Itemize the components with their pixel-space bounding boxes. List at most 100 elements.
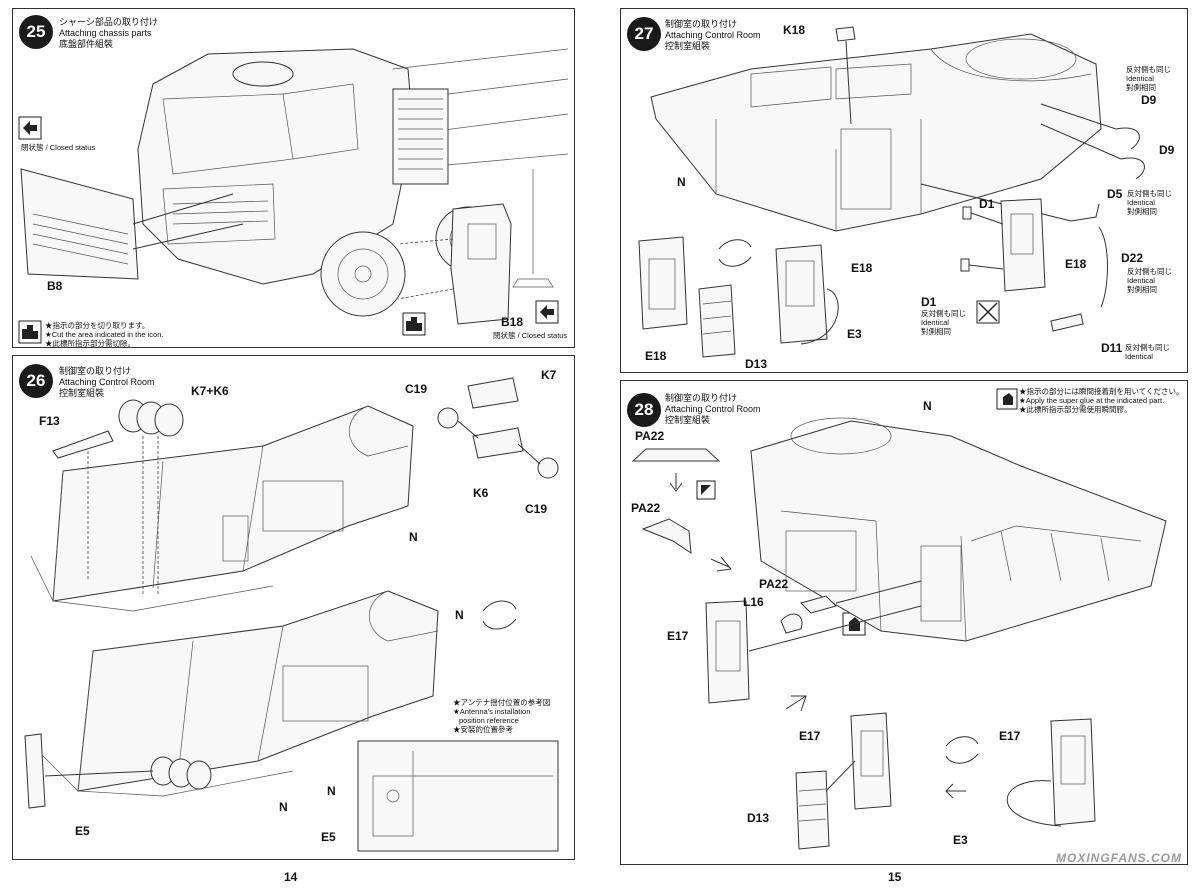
identical-note-d5: 反対側も同じ Identical 對側相同 [1127, 189, 1172, 216]
page-number-right: 15 [888, 870, 902, 884]
part-pa22-label-b: PA22 [631, 501, 661, 515]
step-28-title-cn: 控制室組裝 [665, 415, 711, 425]
step-27-title-en: Attaching Control Room [665, 30, 761, 40]
part-d1-label-a: D1 [979, 197, 995, 211]
identical-note-d5-jp: 反対側も同じ [1127, 189, 1172, 198]
part-pa22-label-a: PA22 [635, 429, 665, 443]
antenna-note-en-2: position reference [459, 716, 519, 725]
step-26-title: 制御室の取り付け Attaching Control Room 控制室組裝 [59, 366, 155, 399]
step-28-badge: 28 [627, 393, 661, 427]
part-d9-label-b: D9 [1159, 143, 1175, 157]
part-e18-label-a: E18 [1065, 257, 1087, 271]
identical-note-d22: 反対側も同じ Identical 對側相同 [1127, 267, 1172, 294]
part-b18-label: B18 [501, 315, 524, 329]
part-n-label: N [677, 175, 686, 189]
identical-note-d9: 反対側も同じ Identical 對側相同 [1126, 65, 1171, 92]
closed-status-label-left: 閉状態 / Closed status [21, 143, 96, 152]
step-27-title: 制御室の取り付け Attaching Control Room 控制室組裝 [665, 19, 761, 52]
step-25-title-en: Attaching chassis parts [59, 28, 152, 38]
identical-note-d11-en: Identical [1125, 352, 1153, 361]
glue-note: ★指示の部分には瞬間接着剤を用いてください。 ★Apply the super … [1019, 387, 1184, 414]
step-25-title-cn: 底盤部件組裝 [59, 39, 114, 49]
identical-note-d1-jp: 反対側も同じ [921, 309, 966, 318]
step-27-title-cn: 控制室組裝 [665, 41, 711, 51]
identical-note-d11-jp: 反対側も同じ [1125, 343, 1170, 352]
cut-note-jp: ★指示の部分を切り取ります。 [45, 321, 150, 330]
truck-cab-illustration [18, 48, 569, 344]
part-e17-label-b: E17 [799, 729, 821, 743]
part-c19-label-b: C19 [525, 502, 548, 516]
identical-note-d9-en: Identical [1126, 74, 1154, 83]
identical-note-d22-jp: 反対側も同じ [1127, 267, 1172, 276]
part-n-label-3: N [279, 800, 288, 814]
part-e18-label-b: E18 [851, 261, 873, 275]
step-26-title-en: Attaching Control Room [59, 377, 155, 387]
part-d22-label: D22 [1121, 251, 1144, 265]
step-27-badge: 27 [627, 17, 661, 51]
part-c19-label-a: C19 [405, 382, 428, 396]
part-k18-label: K18 [783, 23, 806, 37]
part-d11-label: D11 [1101, 341, 1123, 355]
part-e17-label-a: E17 [667, 629, 689, 643]
identical-note-d22-cn: 對側相同 [1127, 285, 1157, 294]
glue-note-en: ★Apply the super glue at the indicated p… [1019, 396, 1165, 405]
part-d13-label: D13 [745, 357, 768, 371]
identical-note-d5-en: Identical [1127, 198, 1155, 207]
identical-note-d9-cn: 對側相同 [1126, 83, 1156, 92]
glue-note-cn: ★此標所指示部分需使用瞬間膠。 [1019, 405, 1132, 414]
part-k7k6-label: K7+K6 [191, 384, 229, 398]
identical-note-d9-jp: 反対側も同じ [1126, 65, 1171, 74]
part-n-label-4: N [327, 784, 336, 798]
closed-status-right-jp: 閉状態 [493, 331, 516, 340]
step-25-title: シャーシ部品の取り付け Attaching chassis parts 底盤部件… [59, 17, 158, 50]
part-d5-label: D5 [1107, 187, 1123, 201]
cut-note: ★指示の部分を切り取ります。 ★Cut the area indicated i… [45, 321, 163, 348]
part-e3-label: E3 [953, 833, 968, 847]
part-e5-label-b: E5 [321, 830, 336, 844]
antenna-note-en-1: ★Antenna's installation [453, 707, 531, 716]
step-28-panel: 28 制御室の取り付け Attaching Control Room 控制室組裝… [620, 380, 1188, 865]
identical-note-d11: 反対側も同じ Identical [1125, 343, 1170, 361]
part-e3-label: E3 [847, 327, 862, 341]
step-28-title: 制御室の取り付け Attaching Control Room 控制室組裝 [665, 393, 761, 426]
step-27-title-jp: 制御室の取り付け [665, 19, 738, 29]
part-k6-label: K6 [473, 486, 489, 500]
antenna-note-jp: ★アンテナ揺付位置の参考図 [453, 698, 551, 707]
control-room-detail-illustration [638, 26, 1145, 358]
antenna-note: ★アンテナ揺付位置の参考図 ★Antenna's installation po… [453, 698, 550, 734]
part-d9-label-a: D9 [1141, 93, 1157, 107]
part-l16-label: L16 [743, 595, 764, 609]
part-pa22-label-c: PA22 [759, 577, 789, 591]
control-room-illustration [24, 377, 559, 852]
closed-status-label-right: 閉状態 / Closed status [493, 331, 568, 340]
step-26-panel: 26 制御室の取り付け Attaching Control Room 控制室組裝 [12, 355, 575, 860]
watermark: MOXINGFANS.COM [1055, 851, 1182, 865]
step-27-panel: 27 制御室の取り付け Attaching Control Room 控制室組裝 [620, 8, 1188, 373]
part-b8-label: B8 [47, 279, 63, 293]
closed-status-right-en: Closed status [521, 331, 568, 340]
part-f13-label: F13 [39, 414, 60, 428]
identical-note-d5-cn: 對側相同 [1127, 207, 1157, 216]
glue-note-jp: ★指示の部分には瞬間接着剤を用いてください。 [1019, 387, 1184, 396]
page-number-left: 14 [284, 870, 298, 884]
identical-note-d1-cn: 對側相同 [921, 327, 951, 336]
step-26-title-cn: 控制室組裝 [59, 388, 105, 398]
step-26-title-jp: 制御室の取り付け [59, 366, 132, 376]
antenna-note-cn: ★安裝的位置參考 [453, 725, 513, 734]
identical-note-d1: 反対側も同じ Identical 對側相同 [921, 309, 966, 336]
step-26-badge: 26 [19, 364, 53, 398]
part-n-label: N [923, 399, 932, 413]
step-25-title-jp: シャーシ部品の取り付け [59, 17, 158, 27]
part-d13-label: D13 [747, 811, 770, 825]
cut-note-en: ★Cut the area indicated in the icon. [45, 330, 164, 339]
part-e17-label-c: E17 [999, 729, 1021, 743]
part-e5-label-a: E5 [75, 824, 90, 838]
step-28-title-en: Attaching Control Room [665, 404, 761, 414]
part-n-label-1: N [409, 530, 418, 544]
step-25-badge: 25 [19, 15, 53, 49]
control-room-assembly-illustration [631, 388, 1167, 850]
identical-note-d1-en: Identical [921, 318, 949, 327]
part-n-label-2: N [455, 608, 464, 622]
part-d1-label-b: D1 [921, 295, 937, 309]
cut-note-cn: ★此標所指示部分需切除。 [45, 339, 135, 348]
